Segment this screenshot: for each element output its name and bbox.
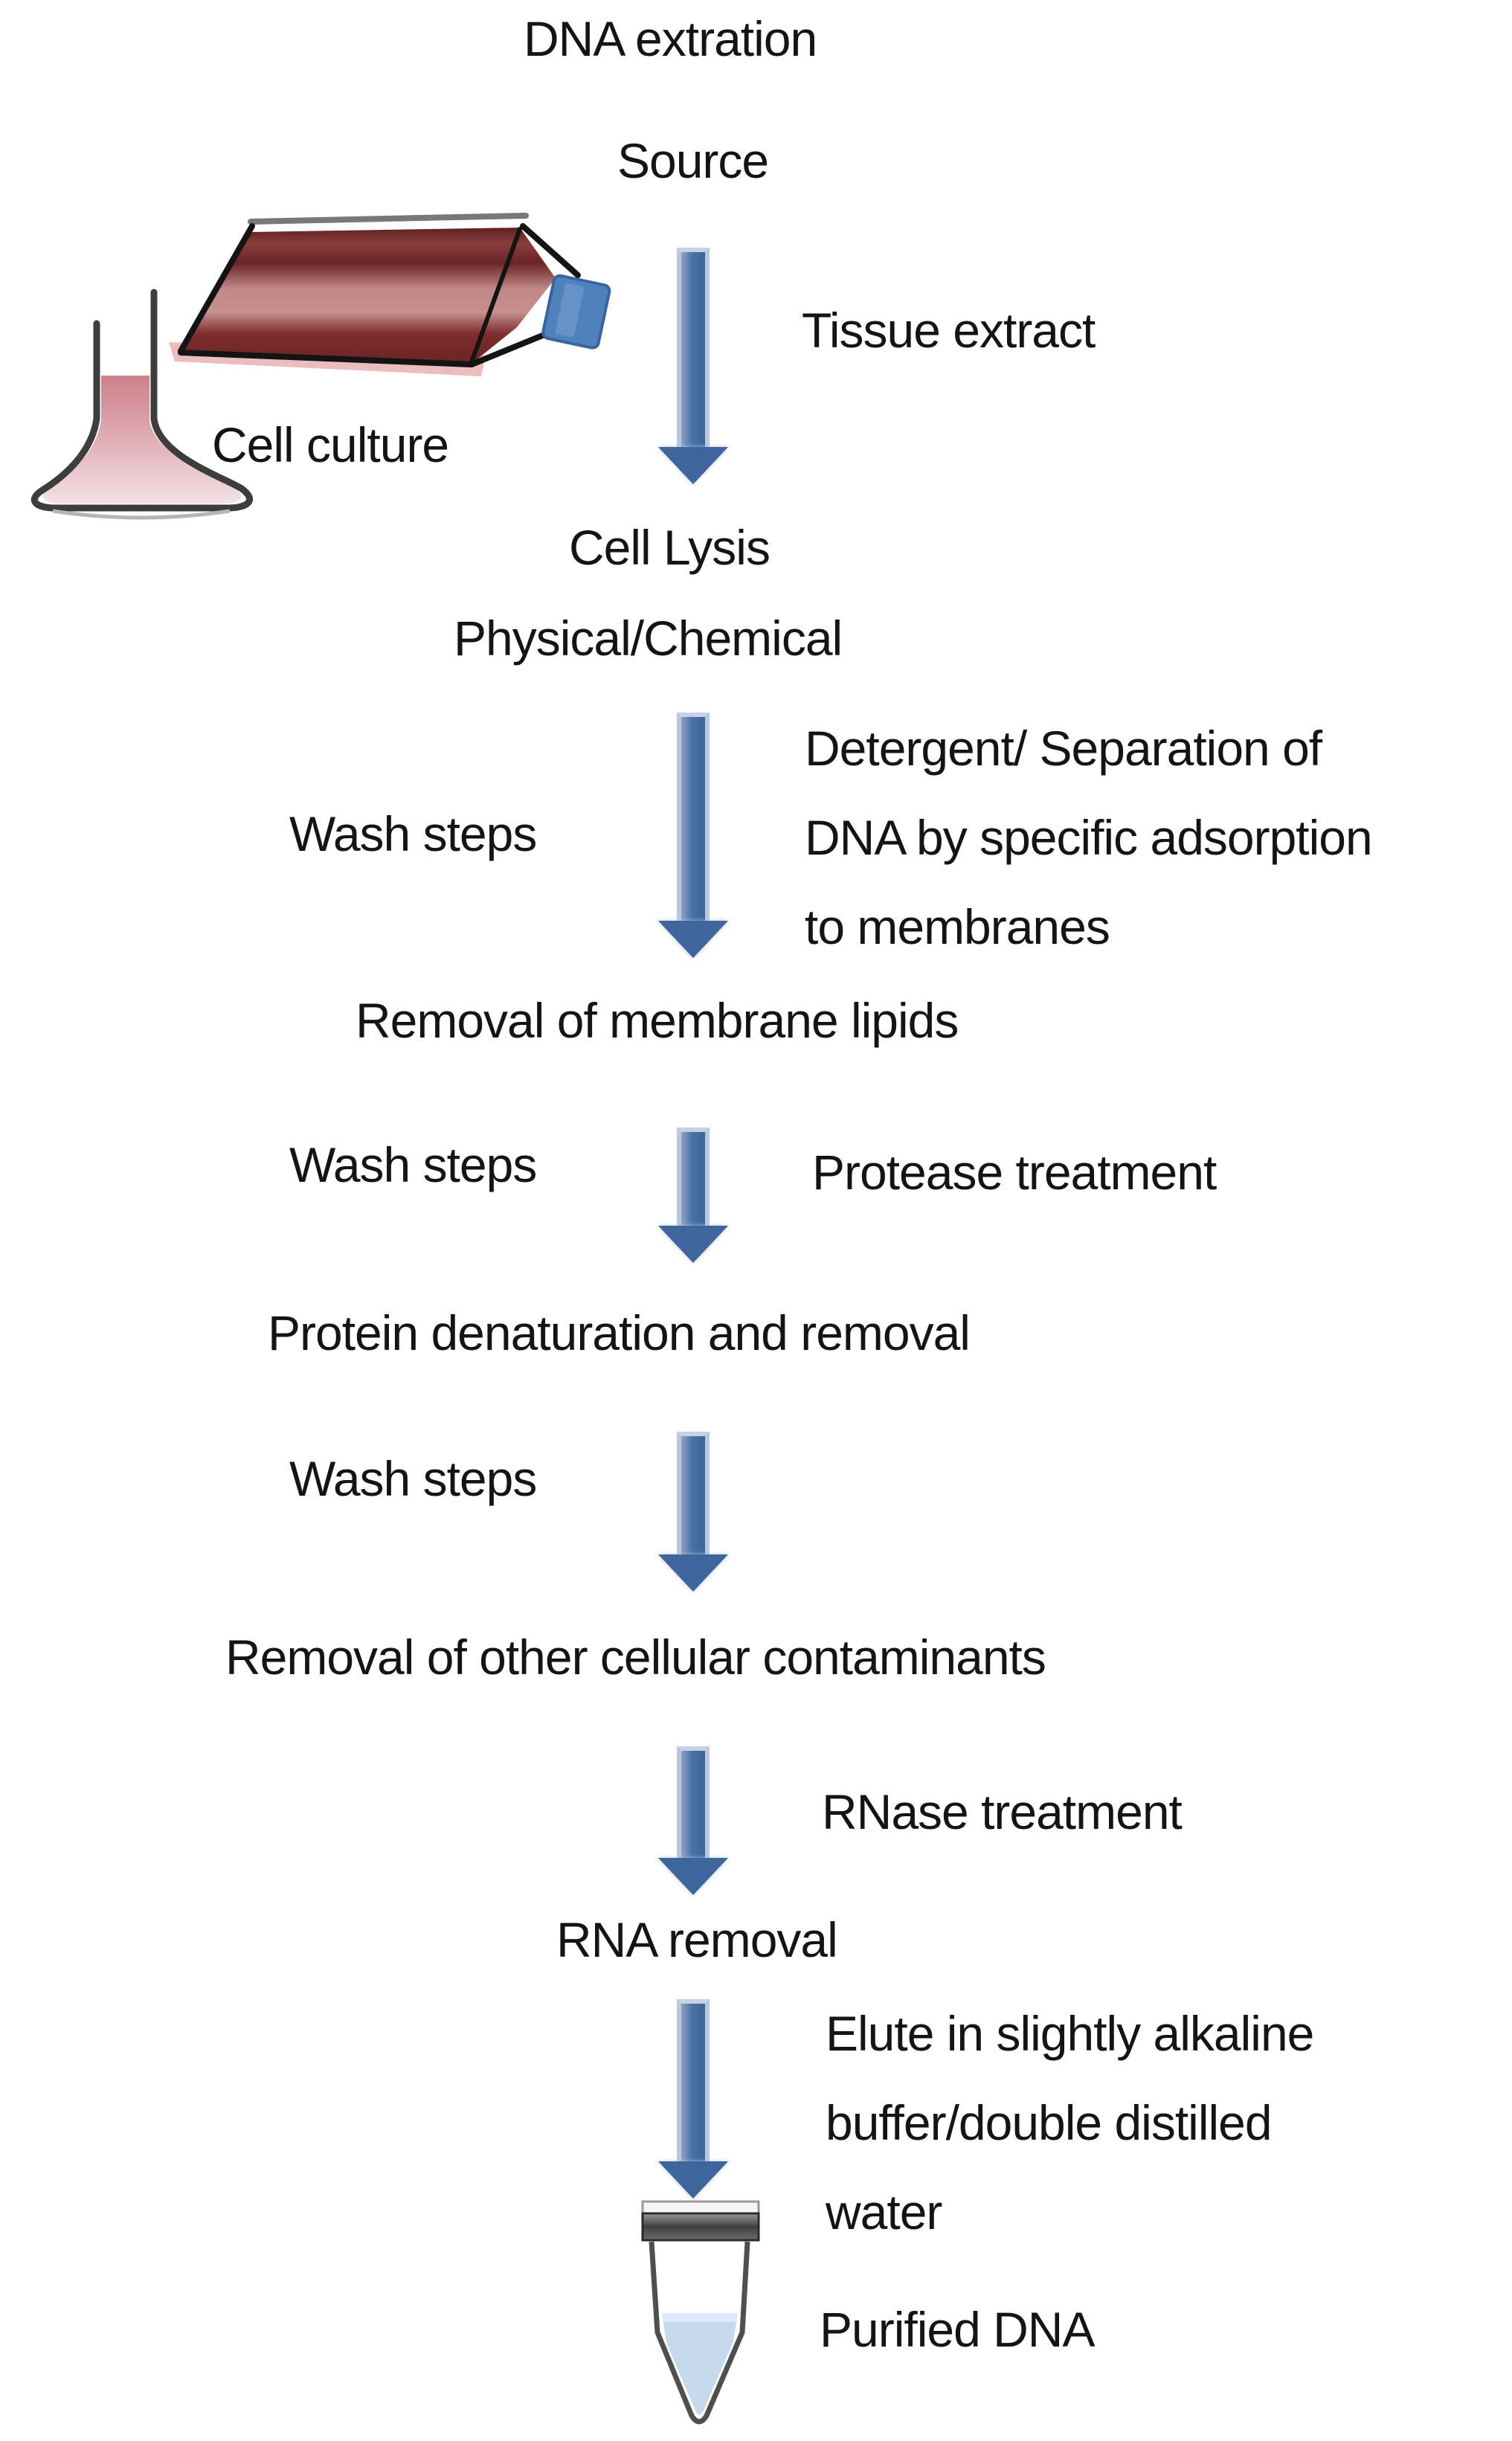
cell-lysis-label: Cell Lysis xyxy=(569,520,771,575)
detergent-separation-label-line3: to membranes xyxy=(805,899,1110,954)
cell-culture-label: Cell culture xyxy=(212,417,449,472)
protease-treatment-label: Protease treatment xyxy=(812,1145,1217,1200)
wash-steps-label-3: Wash steps xyxy=(289,1451,537,1506)
flow-arrow-4 xyxy=(657,1432,729,1592)
arrow-head xyxy=(658,447,728,484)
arrow-head xyxy=(658,1226,728,1263)
arrow-shaft xyxy=(677,248,710,447)
cellular-contaminants-removal-label: Removal of other cellular contaminants xyxy=(225,1630,1046,1685)
arrow-head xyxy=(658,921,728,958)
purified-dna-label: Purified DNA xyxy=(820,2302,1095,2357)
physical-chemical-label: Physical/Chemical xyxy=(454,611,843,666)
arrow-shaft xyxy=(677,1432,710,1554)
arrow-shaft xyxy=(677,1746,710,1858)
elution-label-line1: Elute in slightly alkaline xyxy=(826,2006,1314,2061)
protein-denaturation-label: Protein denaturation and removal xyxy=(268,1305,971,1360)
elution-label-line2: buffer/double distilled xyxy=(826,2095,1273,2150)
detergent-separation-label-line1: Detergent/ Separation of xyxy=(805,721,1322,776)
elution-label-line3: water xyxy=(826,2184,942,2239)
detergent-separation-label-line2: DNA by specific adsorption xyxy=(805,810,1373,865)
flow-arrow-5 xyxy=(657,1746,729,1895)
arrow-head xyxy=(658,2161,728,2199)
arrow-shaft xyxy=(677,713,710,921)
rnase-treatment-label: RNase treatment xyxy=(822,1784,1183,1839)
arrow-shaft xyxy=(677,1999,710,2161)
flow-arrow-6 xyxy=(657,1999,729,2199)
arrow-head xyxy=(658,1858,728,1895)
flow-arrow-3 xyxy=(657,1128,729,1263)
source-label: Source xyxy=(617,133,769,188)
microcentrifuge-tube-icon xyxy=(641,2200,760,2425)
flow-arrow-2 xyxy=(657,713,729,958)
flow-arrow-1 xyxy=(657,248,729,484)
arrow-shaft xyxy=(677,1128,710,1226)
tissue-extract-label: Tissue extract xyxy=(802,303,1096,358)
cell-culture-flask-icon xyxy=(169,213,611,376)
erlenmeyer-flask-icon xyxy=(30,289,253,520)
wash-steps-label-2: Wash steps xyxy=(289,1137,537,1192)
wash-steps-label-1: Wash steps xyxy=(289,806,537,861)
membrane-lipids-removal-label: Removal of membrane lipids xyxy=(356,993,959,1048)
rna-removal-label: RNA removal xyxy=(556,1912,838,1967)
diagram-title: DNA extration xyxy=(524,11,817,66)
arrow-head xyxy=(658,1554,728,1592)
